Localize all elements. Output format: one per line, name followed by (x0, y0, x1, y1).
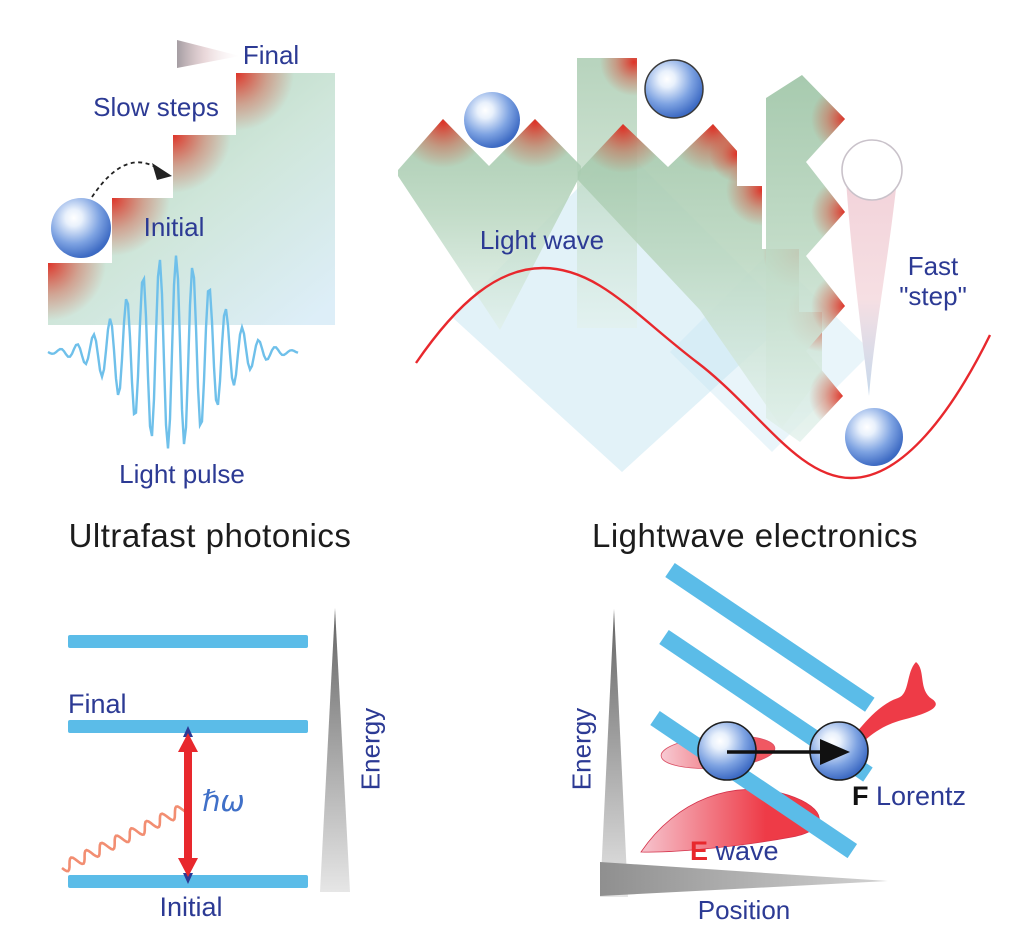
electronics-panel (600, 562, 936, 897)
label-energy-axis-left: Energy (355, 707, 386, 791)
electron-sphere (845, 408, 903, 466)
label-initial-top: Initial (143, 212, 205, 242)
field-name: wave (708, 836, 779, 866)
label-slow-steps: Slow steps (93, 92, 219, 122)
heading-lightwave-electronics: Lightwave electronics (592, 517, 918, 554)
photon-wiggle (61, 805, 192, 873)
fast-step-circle (841, 139, 903, 201)
electron-sphere (464, 92, 520, 148)
label-position-axis: Position (697, 895, 791, 925)
heading-ultrafast-photonics: Ultrafast photonics (68, 517, 352, 554)
transition-arrowhead (178, 733, 198, 752)
hop-dashed-arrow (91, 161, 161, 198)
transition-arrow-tip (183, 873, 193, 884)
label-e-wave: E wave (690, 836, 779, 867)
hop-arrowhead (152, 163, 172, 180)
force-name: Lorentz (868, 781, 967, 811)
energy-axis-spike (600, 609, 628, 897)
transition-arrow-tip (183, 726, 193, 737)
electron-sphere (644, 59, 704, 119)
label-initial-level: Initial (159, 892, 223, 922)
label-lorentz-force: F Lorentz (852, 781, 967, 812)
final-step-marker (177, 40, 240, 68)
label-light-wave: Light wave (479, 225, 605, 255)
field-symbol: E (690, 836, 709, 866)
transition-arrowhead (178, 858, 198, 877)
electron-sphere (51, 198, 111, 258)
lorentz-force-arrowhead (820, 739, 850, 765)
photonics-panel (61, 608, 350, 892)
label-final-top: Final (242, 40, 300, 70)
fast-step-cone (846, 180, 897, 396)
label-energy-axis-right: Energy (566, 707, 597, 791)
label-light-pulse: Light pulse (119, 459, 245, 489)
energy-level-bar-top (68, 635, 308, 648)
label-final-level: Final (68, 689, 127, 719)
energy-axis-spike (320, 608, 350, 892)
label-fast: Fast (907, 251, 959, 281)
light-pulse-wave (47, 255, 299, 449)
tilted-band (665, 562, 875, 712)
label-fast-step: "step" (899, 281, 967, 311)
force-symbol: F (852, 781, 869, 811)
label-photon-energy: ℏω (202, 784, 245, 818)
light-wave-sine (415, 266, 992, 480)
position-axis-wedge (600, 862, 888, 896)
